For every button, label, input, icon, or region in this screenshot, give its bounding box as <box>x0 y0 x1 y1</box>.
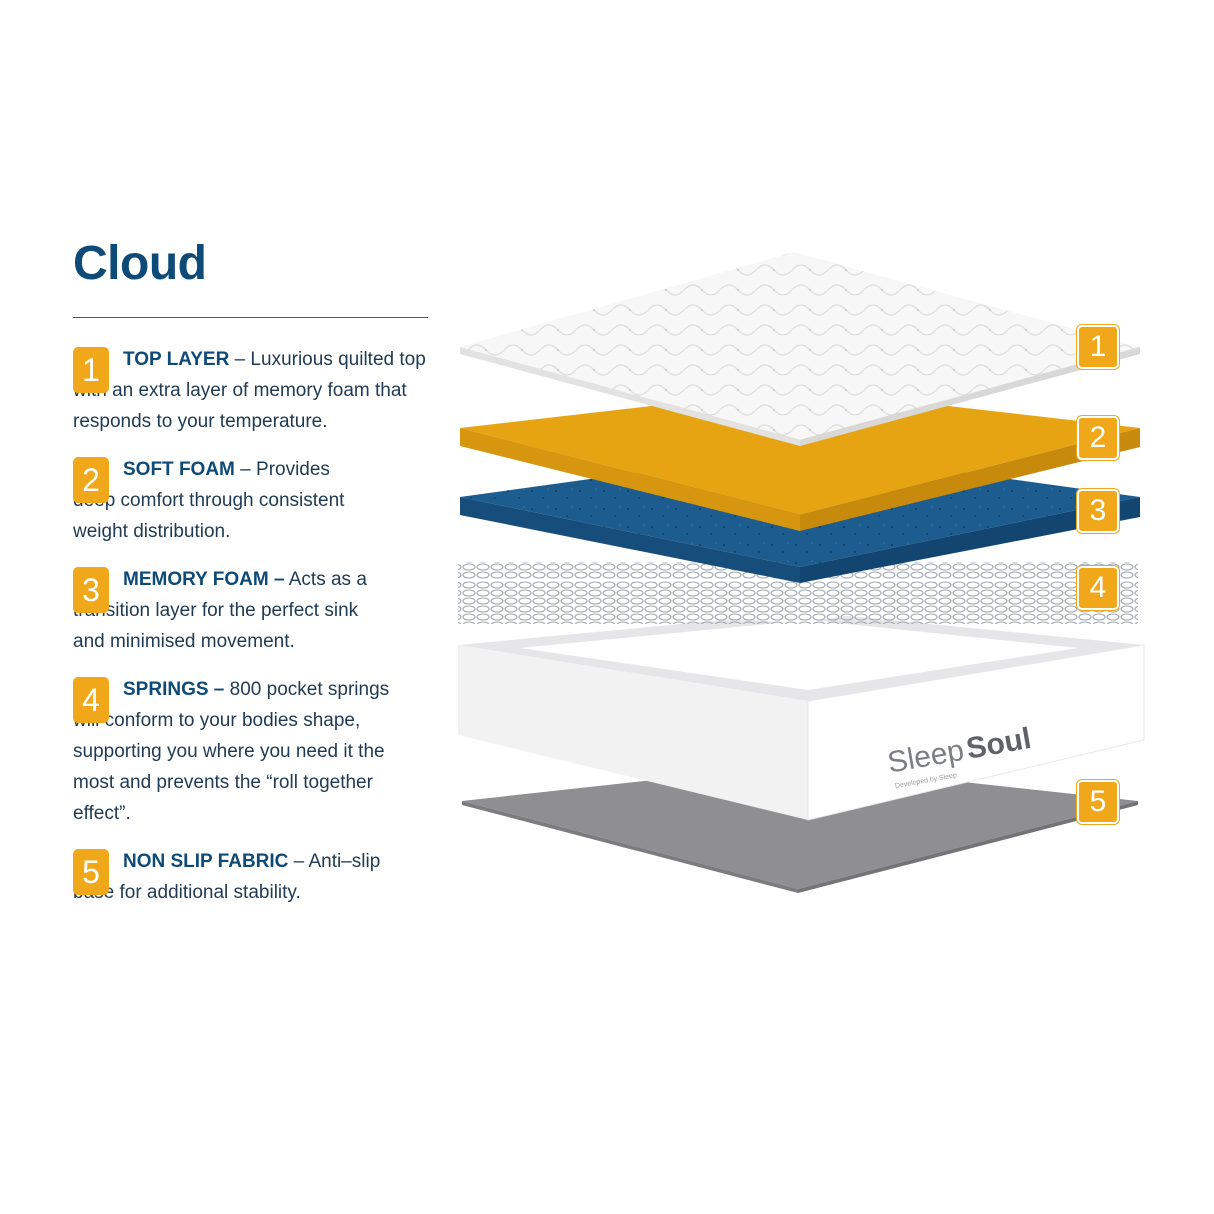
layer-label-3: 3 <box>1077 489 1119 533</box>
feature-body: – Provides deep comfort through consiste… <box>73 459 345 542</box>
number-badge: 2 <box>73 457 109 503</box>
number-badge: 4 <box>73 677 109 723</box>
feature-body: – Anti–slip base for additional stabilit… <box>73 851 381 903</box>
top-quilted-layer <box>460 252 1140 446</box>
layer-label-2: 2 <box>1077 416 1119 460</box>
title-divider <box>73 317 428 318</box>
foam-frame-layer <box>458 612 1145 821</box>
mattress-layers-illustration: Sleep Soul Developed by Sleep <box>458 252 1145 893</box>
feature-body: – Luxurious quilted top with an extra la… <box>73 349 426 432</box>
feature-item-soft-foam: 2 SOFT FOAM – Provides deep comfort thro… <box>73 454 433 547</box>
number-badge: 5 <box>73 849 109 895</box>
layer-label-1: 1 <box>1077 325 1119 369</box>
layer-label-4: 4 <box>1077 566 1119 610</box>
feature-body: Acts as a transition layer for the perfe… <box>73 569 367 652</box>
feature-heading: SPRINGS – <box>123 679 225 700</box>
feature-item-non-slip-fabric: 5 NON SLIP FABRIC – Anti–slip base for a… <box>73 846 433 908</box>
feature-heading: SOFT FOAM <box>123 459 235 480</box>
non-slip-base-layer <box>462 764 1138 893</box>
feature-item-memory-foam: 3 MEMORY FOAM – Acts as a transition lay… <box>73 564 433 657</box>
feature-body: 800 pocket springs will conform to your … <box>73 679 390 824</box>
layer-label-5: 5 <box>1077 780 1119 824</box>
number-badge: 3 <box>73 567 109 613</box>
page-title: Cloud <box>73 237 207 290</box>
feature-heading: NON SLIP FABRIC <box>123 851 289 872</box>
feature-item-springs: 4 SPRINGS – 800 pocket springs will conf… <box>73 674 433 829</box>
feature-heading: MEMORY FOAM – <box>123 569 285 590</box>
number-badge: 1 <box>73 347 109 393</box>
feature-heading: TOP LAYER <box>123 349 230 370</box>
feature-item-top-layer: 1 TOP LAYER – Luxurious quilted top with… <box>73 344 433 437</box>
soft-foam-layer <box>460 389 1140 531</box>
